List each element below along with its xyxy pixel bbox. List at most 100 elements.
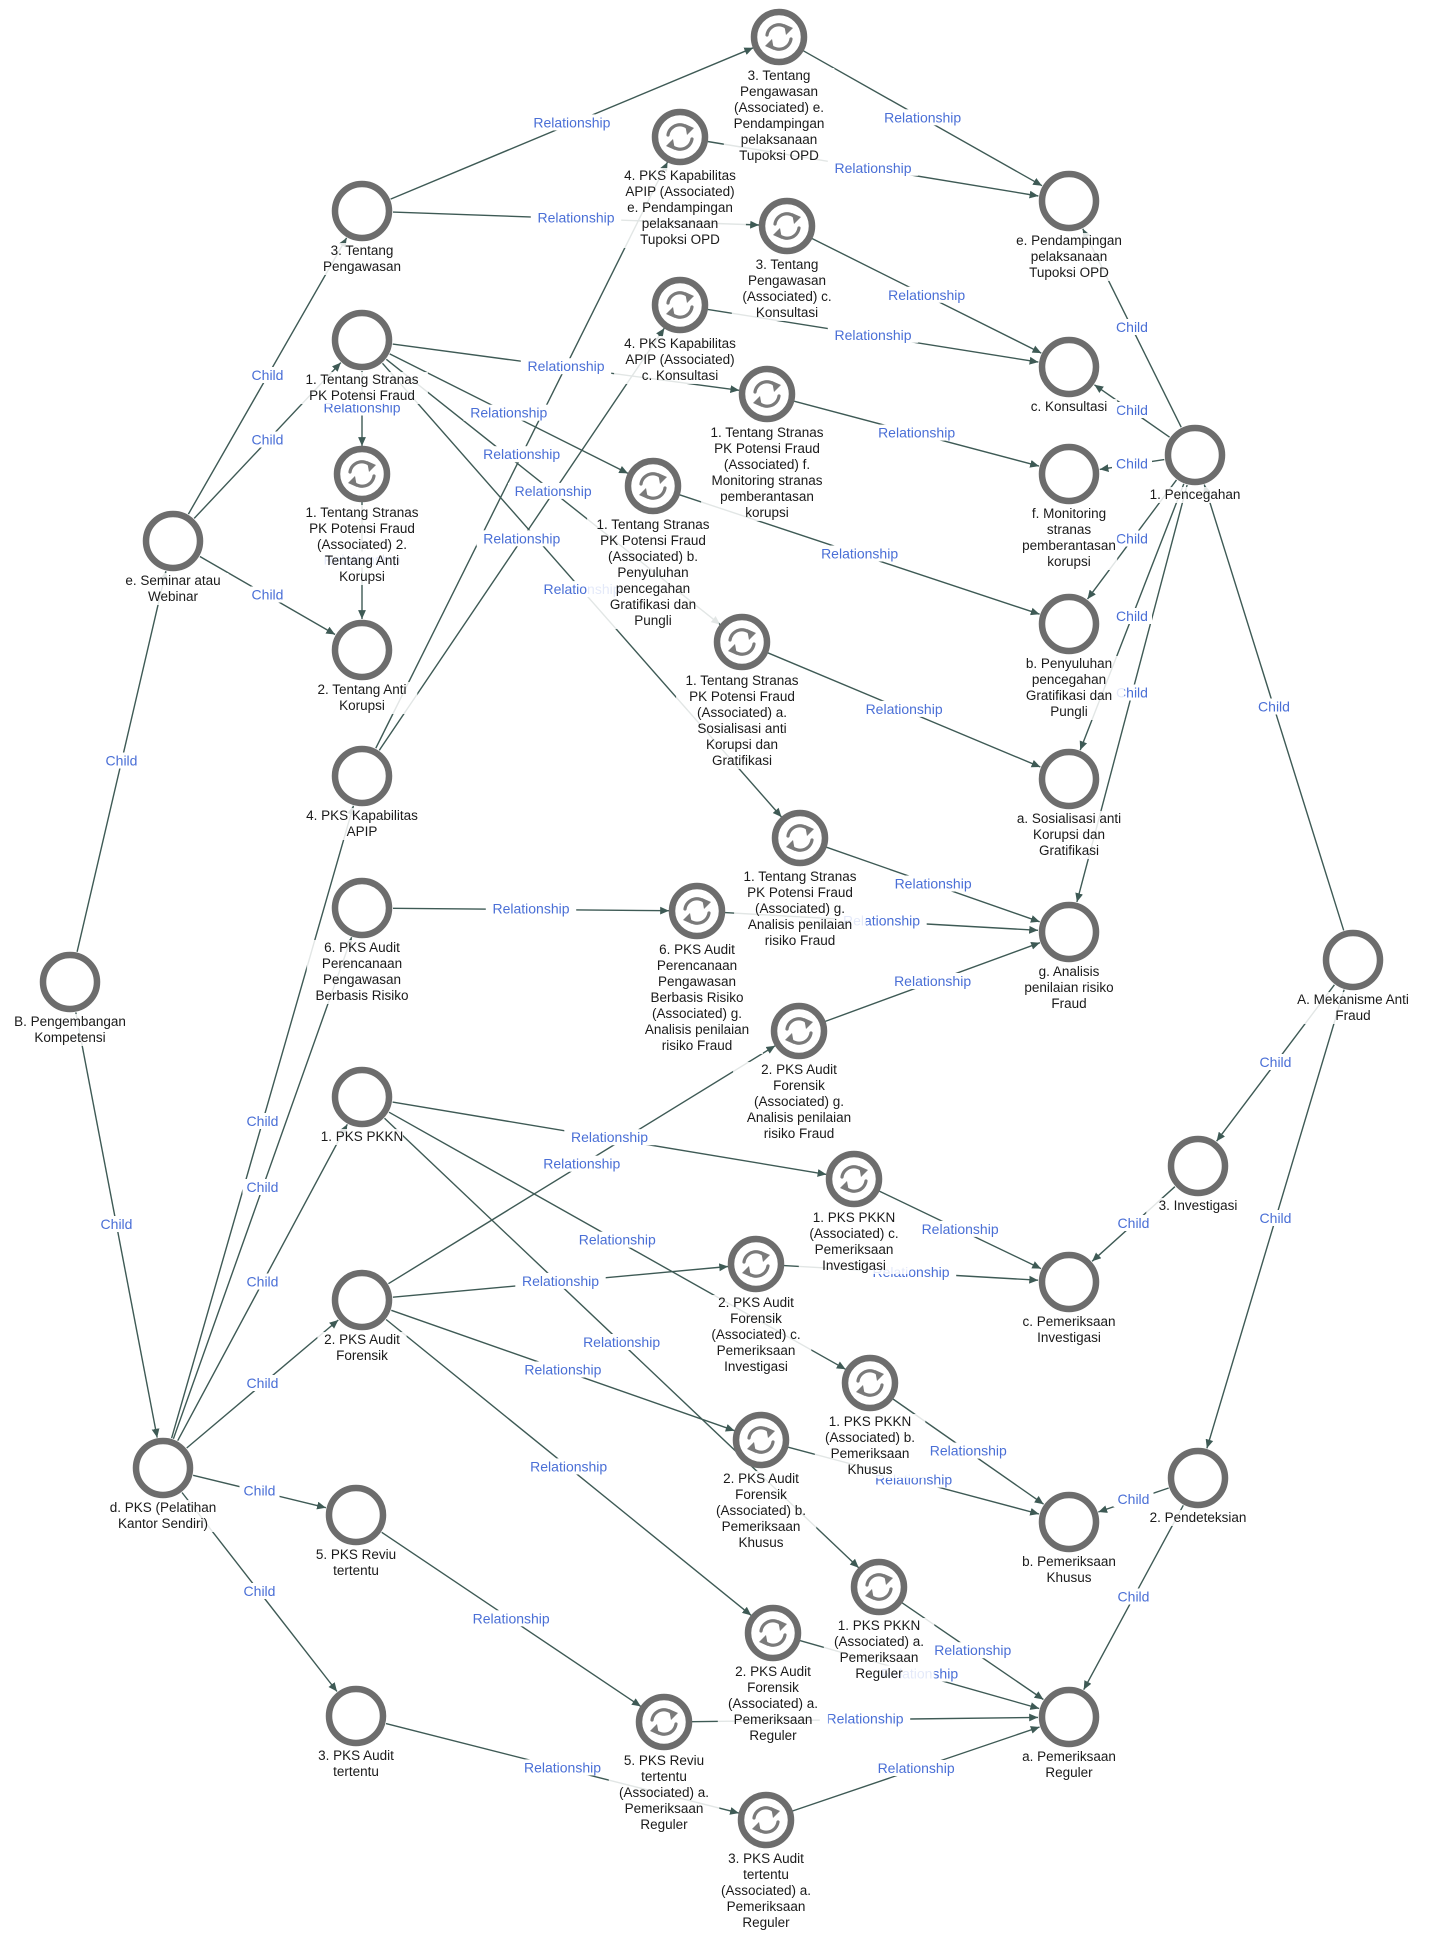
node-ring	[1038, 1491, 1100, 1553]
node-label-background	[587, 517, 719, 629]
node-label-line: Khusus	[738, 1535, 783, 1550]
associated-node-a-pkkn-a[interactable]: 1. PKS PKKN(Associated) a.PemeriksaanReg…	[823, 1558, 935, 1682]
edge-label-background	[523, 1458, 614, 1475]
node-c-kons[interactable]: c. Konsultasi	[1020, 336, 1118, 415]
edge-label-text: Child	[1118, 1589, 1150, 1605]
associated-node-a-pkkn-b[interactable]: 1. PKS PKKN(Associated) b.PemeriksaanKhu…	[814, 1354, 926, 1478]
edge-label-background	[463, 404, 554, 421]
node-label-line: 2. PKS Audit	[718, 1295, 794, 1310]
node-pencegahan[interactable]: 1. Pencegahan	[1146, 424, 1244, 503]
node-label-line: 3. Tentang	[748, 68, 811, 83]
edge-label-text: Relationship	[583, 1334, 660, 1350]
edge-label-background	[247, 367, 288, 383]
edge-label-background	[520, 358, 612, 375]
node-pks-pkkn[interactable]: 1. PKS PKKN	[321, 1066, 404, 1145]
edge-label-background	[476, 446, 567, 463]
edge-label-background	[1112, 319, 1152, 335]
node-label-line: Korupsi	[339, 569, 385, 584]
node-label-background	[731, 257, 843, 321]
associated-node-a-pkkn-c[interactable]: 1. PKS PKKN(Associated) c.PemeriksaanInv…	[798, 1150, 910, 1274]
edge-label-background	[508, 482, 599, 499]
edge-label-relationship: Relationship	[887, 973, 978, 989]
node-pks-aud-per[interactable]: 6. PKS AuditPerencanaanPengawasanBerbasi…	[306, 877, 418, 1004]
node-label-line: (Associated) b.	[825, 1430, 915, 1445]
node-label-background	[317, 1332, 407, 1364]
node-ring	[732, 1411, 790, 1469]
edge-label-background	[239, 1583, 280, 1599]
node-label-line: Tupoksi OPD	[640, 232, 720, 247]
node-ring	[624, 457, 682, 515]
node-label-background	[614, 336, 746, 384]
edge-label-background	[242, 1113, 283, 1129]
node-ring	[325, 1685, 387, 1747]
edge-label-child: Child	[239, 1583, 280, 1599]
edge-label-relationship: Relationship	[927, 1642, 1018, 1659]
node-label-line: Konsultasi	[756, 305, 818, 320]
node-ring	[668, 882, 726, 940]
node-label-line: Pungli	[1050, 704, 1088, 719]
edge-label-text: Child	[244, 1583, 276, 1599]
node-label-line: 5. PKS Reviu	[624, 1753, 704, 1768]
node-label-background	[631, 942, 763, 1054]
node-label-line: 6. PKS Audit	[324, 940, 400, 955]
node-label-line: Pemeriksaan	[734, 1712, 813, 1727]
node-label-line: APIP	[347, 824, 378, 839]
node-label-line: 2. PKS Audit	[735, 1664, 811, 1679]
node-label-line: 2. PKS Audit	[324, 1332, 400, 1347]
node-label-line: Forensik	[747, 1680, 799, 1695]
node-pendeteksian[interactable]: 2. Pendeteksian	[1142, 1447, 1254, 1526]
node-label-line: 1. Tentang Stranas	[685, 673, 798, 688]
associated-node-a-audper-g[interactable]: 6. PKS AuditPerencanaanPengawasanBerbasi…	[631, 882, 763, 1054]
node-label-background	[1020, 506, 1118, 570]
edge-label-text: Child	[252, 367, 284, 383]
node-label-line: Gratifikasi dan	[610, 597, 696, 612]
sync-icon	[728, 628, 756, 656]
edge-label-text: Relationship	[894, 973, 971, 989]
edge-label-background	[101, 752, 142, 769]
node-label-background	[100, 1500, 226, 1532]
node-investigasi[interactable]: 3. Investigasi	[1146, 1135, 1250, 1214]
node-label-line: 1. Tentang Stranas	[710, 425, 823, 440]
node-label-background	[1020, 399, 1118, 415]
edge-label-background	[485, 900, 577, 917]
node-label-line: penilaian risiko	[1024, 980, 1113, 995]
node-label-background	[1013, 656, 1125, 720]
edge-label-background	[96, 1216, 137, 1232]
